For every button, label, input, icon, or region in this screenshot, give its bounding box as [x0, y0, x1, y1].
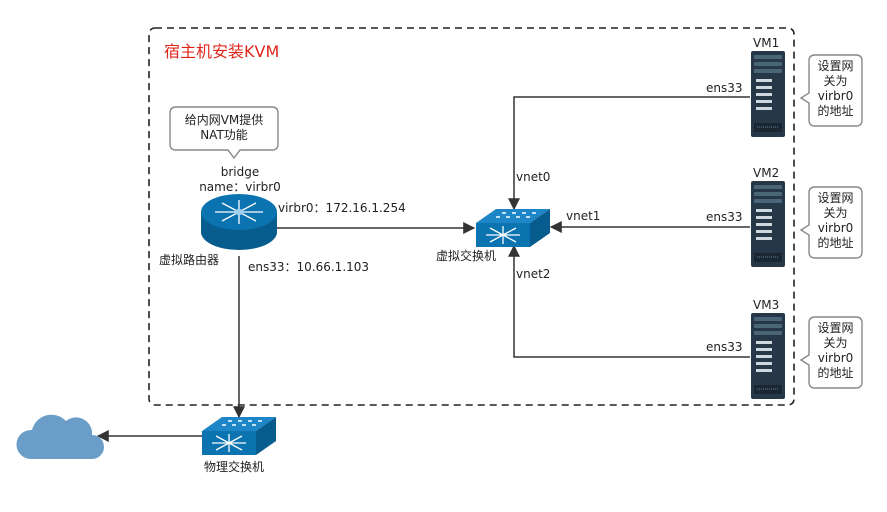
vnet2-label: vnet2	[516, 267, 551, 281]
vm3-note-line2: 关为	[823, 336, 848, 350]
router-icon	[201, 194, 277, 250]
vm2-note-line2: 关为	[823, 206, 848, 220]
vm1-note-line1: 设置网	[817, 59, 854, 73]
vm2-note-line3: virbr0	[817, 221, 854, 235]
bridge-line2: name：virbr0	[199, 180, 281, 194]
ens33-ip-label: ens33：10.66.1.103	[248, 260, 370, 274]
vnet0-label: vnet0	[516, 170, 551, 184]
nat-note-line1: 给内网VM提供	[184, 113, 264, 127]
vm1-note-line2: 关为	[823, 74, 848, 88]
vm1-name: VM1	[753, 36, 780, 50]
vm3-note-bubble	[799, 316, 863, 389]
vm3-note-line4: 的地址	[817, 366, 854, 380]
vm2-note: 设置网 关为 virbr0 的地址	[809, 191, 862, 251]
virtual-switch-icon	[475, 208, 551, 248]
bridge-line1: bridge	[220, 165, 260, 179]
vm1-note-line4: 的地址	[817, 104, 854, 118]
vm3-note-line3: virbr0	[817, 351, 854, 365]
nat-note-bubble	[169, 106, 279, 160]
vm1-note-line3: virbr0	[817, 89, 854, 103]
vm2-note-line4: 的地址	[817, 236, 854, 250]
server-icon	[750, 312, 786, 400]
vm2-iface: ens33	[706, 210, 743, 224]
bridge-label: bridge name：virbr0	[194, 165, 286, 195]
pswitch-label: 物理交换机	[204, 460, 265, 474]
server-icon	[750, 180, 786, 268]
virbr0-ip-label: virbr0：172.16.1.254	[278, 201, 406, 215]
nat-note-line2: NAT功能	[200, 128, 248, 142]
link-vm3-to-vswitch	[508, 244, 750, 358]
vm2-note-bubble	[799, 186, 863, 259]
server-icon	[750, 50, 786, 138]
cloud-icon	[16, 414, 104, 459]
nat-note: 给内网VM提供 NAT功能	[172, 113, 276, 143]
vm3-name: VM3	[753, 298, 780, 312]
vm3-note-line1: 设置网	[817, 321, 854, 335]
host-title: 宿主机安装KVM	[164, 42, 280, 61]
physical-switch-icon	[201, 416, 277, 456]
vm1-note-bubble	[799, 54, 863, 127]
vswitch-label: 虚拟交换机	[436, 249, 497, 263]
vm2-name: VM2	[753, 166, 780, 180]
vm3-note: 设置网 关为 virbr0 的地址	[809, 321, 862, 381]
vm2-note-line1: 设置网	[817, 191, 854, 205]
host-boundary	[148, 27, 795, 406]
vnet1-label: vnet1	[566, 209, 601, 223]
vm3-iface: ens33	[706, 340, 743, 354]
vm1-iface: ens33	[706, 81, 743, 95]
link-vm1-to-vswitch	[508, 96, 750, 211]
router-label: 虚拟路由器	[159, 253, 220, 267]
vm1-note: 设置网 关为 virbr0 的地址	[809, 59, 862, 119]
